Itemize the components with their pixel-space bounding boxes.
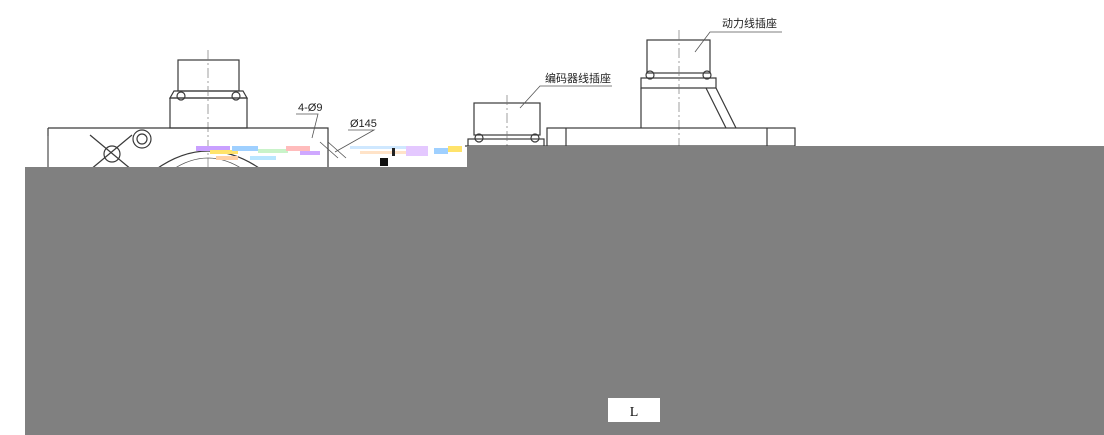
encoder-screw-a bbox=[474, 133, 484, 143]
holes-label: 4-Ø9 bbox=[298, 102, 322, 114]
bolt-inner-ring bbox=[136, 133, 148, 145]
motor-side-view: 编码器线插座 动力线插座 bbox=[465, 16, 796, 149]
length-label: L bbox=[630, 405, 639, 420]
pilot-inner-arc bbox=[171, 157, 245, 171]
power-connector-collar bbox=[640, 77, 717, 89]
motor-housing-top bbox=[546, 127, 796, 147]
mount-hole-cross-b bbox=[89, 134, 133, 171]
pcd-label: Ø145 bbox=[350, 118, 377, 130]
power-socket-label: 动力线插座 bbox=[722, 16, 777, 30]
flange-end-view: 4-Ø9 Ø145 bbox=[47, 50, 462, 171]
mount-hole-circle bbox=[103, 145, 121, 163]
holes-leader bbox=[296, 113, 319, 139]
left-connector-base bbox=[169, 97, 248, 129]
power-leader bbox=[694, 31, 782, 53]
power-connector-body bbox=[640, 87, 737, 129]
encoder-socket-label: 编码器线插座 bbox=[545, 71, 611, 85]
bolt-outer-ring bbox=[132, 129, 152, 149]
left-connector-screw-a bbox=[176, 91, 186, 101]
power-screw-b bbox=[702, 70, 712, 80]
pcd-leader bbox=[334, 129, 376, 153]
length-label-box bbox=[608, 398, 660, 422]
encoder-leader bbox=[519, 85, 612, 109]
power-screw-a bbox=[645, 70, 655, 80]
left-connector-cap bbox=[177, 59, 240, 92]
scan-artifact-area bbox=[196, 141, 462, 166]
gray-overlay bbox=[25, 146, 1104, 435]
power-connector-cap bbox=[646, 39, 711, 74]
left-connector-screw-b bbox=[231, 91, 241, 101]
encoder-screw-b bbox=[530, 133, 540, 143]
